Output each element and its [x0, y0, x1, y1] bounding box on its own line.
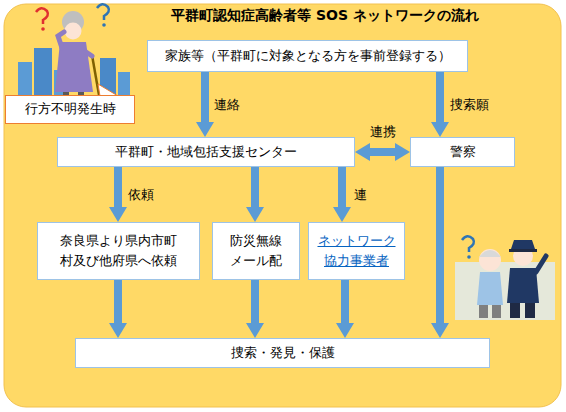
man-leg: [479, 305, 488, 318]
node-text: 捜索・発見・保護: [231, 343, 335, 363]
question-mark-dot: [41, 27, 45, 31]
police-arm: [536, 256, 546, 272]
process-box: 家族等（平群町に対象となる方を事前登録する）: [147, 40, 468, 72]
process-box: 防災無線メール配: [212, 222, 300, 280]
process-box: 奈良県より県内市町村及び他府県へ依頼: [37, 222, 200, 280]
question-mark-dot: [467, 255, 471, 259]
node-text: 行方不明発生時: [25, 99, 116, 119]
edge-label: 依頼: [128, 186, 154, 204]
flow-arrow: [201, 72, 209, 122]
police-cap: [511, 240, 535, 249]
man-hair: [479, 250, 501, 257]
cane: [92, 55, 99, 95]
link-text: ネットワーク協力事業者: [316, 231, 397, 271]
question-mark: [97, 4, 109, 20]
node-text: 奈良県より県内市町村及び他府県へ依頼: [58, 231, 179, 271]
woman-arm: [86, 52, 92, 56]
flow-arrow: [436, 72, 444, 122]
backdrop-fence: [455, 262, 555, 320]
flow-arrow: [436, 167, 444, 323]
man-body: [477, 272, 503, 305]
question-mark: [36, 8, 48, 24]
building: [18, 62, 32, 95]
edge-label: 連絡: [214, 96, 240, 114]
edge-label: 捜索願: [450, 96, 489, 114]
background-panel: [4, 4, 561, 407]
police-leg: [510, 303, 520, 318]
process-box: 平群町・地域包括支援センター: [57, 137, 355, 167]
flow-arrow: [251, 280, 259, 323]
building: [118, 72, 130, 95]
edge-label: 連: [354, 186, 367, 204]
flow-arrow: [251, 167, 259, 207]
flow-arrow: [114, 280, 122, 323]
process-box: 捜索・発見・保護: [75, 338, 490, 368]
man-leg: [492, 305, 501, 318]
police-leg: [525, 303, 535, 318]
man-face: [479, 249, 501, 271]
flow-arrow: [370, 148, 395, 156]
node-text: 防災無線メール配: [227, 231, 285, 271]
node-text: 平群町・地域包括支援センター: [115, 142, 297, 162]
question-mark: [462, 236, 474, 252]
police-cap-brim: [509, 249, 537, 252]
callout-box: 行方不明発生時: [5, 95, 135, 124]
flow-arrow: [338, 167, 346, 207]
flow-arrow: [341, 280, 349, 323]
question-mark-dot: [102, 23, 106, 27]
flow-arrow: [114, 167, 122, 207]
process-box: 警察: [410, 137, 515, 167]
node-text: 家族等（平群町に対象となる方を事前登録する）: [165, 46, 451, 66]
process-box: ネットワーク協力事業者: [308, 222, 405, 280]
building: [34, 48, 52, 95]
woman-arm: [58, 32, 64, 48]
node-text: 警察: [450, 142, 476, 162]
woman-face: [65, 23, 82, 40]
edge-label: 連携: [370, 123, 396, 141]
diagram-title: 平群町認知症高齢者等 SOS ネットワークの流れ: [120, 7, 530, 25]
